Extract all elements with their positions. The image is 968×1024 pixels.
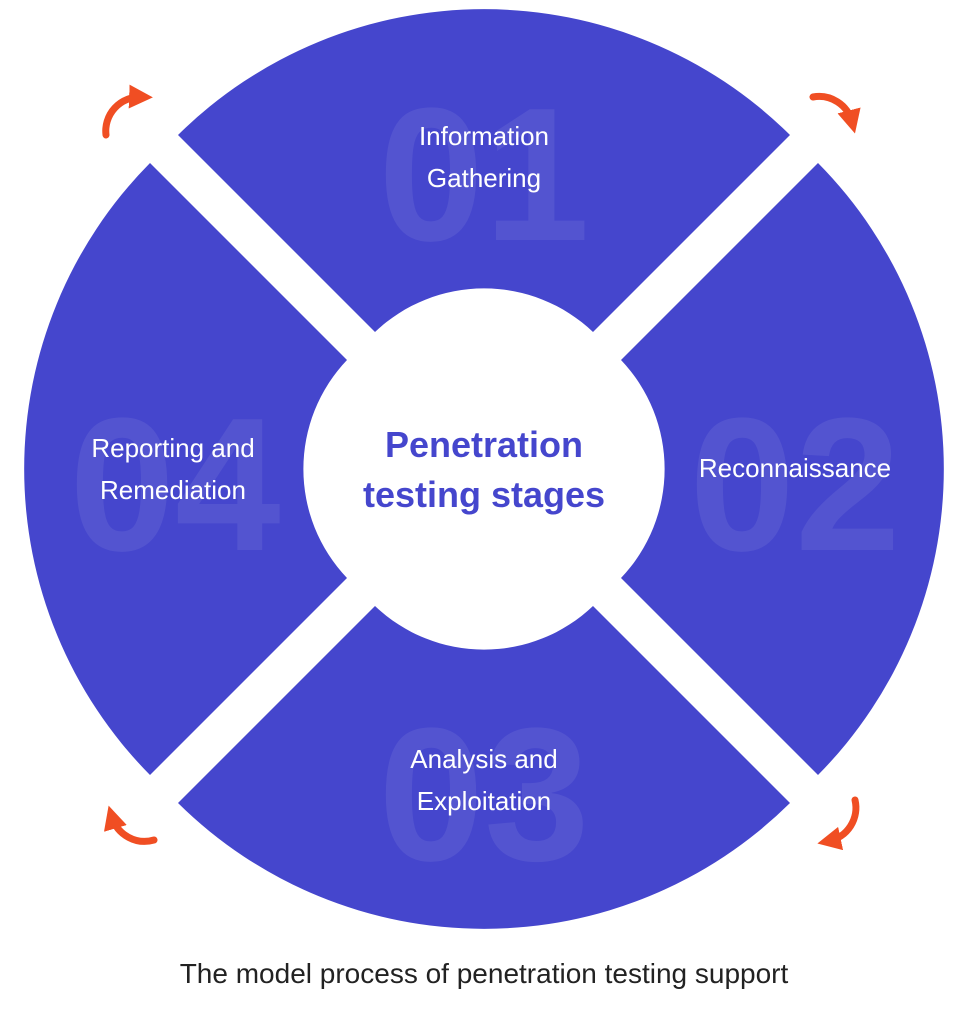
center-title-line2: testing stages	[363, 474, 605, 515]
stage-segment-03	[178, 606, 790, 929]
stage-number-02: 02	[689, 379, 900, 591]
curved-arrow-icon-top-left	[102, 84, 153, 139]
stage-label-01-line2: Gathering	[427, 163, 541, 193]
stage-label-04-line2: Remediation	[100, 475, 246, 505]
stage-label-02-line1: Reconnaissance	[699, 453, 891, 483]
stage-label-01-line1: Information	[419, 121, 549, 151]
stage-number-03: 03	[378, 689, 589, 901]
stage-segment-02	[621, 163, 944, 775]
stage-number-04: 04	[69, 379, 280, 591]
stage-segment-04	[24, 163, 348, 775]
center-title-line1: Penetration	[385, 424, 583, 465]
stage-segment-01	[178, 9, 790, 333]
stage-label-03-line2: Exploitation	[417, 786, 551, 816]
curved-arrow-icon-bottom-right	[817, 796, 860, 851]
diagram-caption: The model process of penetration testing…	[179, 958, 789, 989]
stage-label-03-line1: Analysis and	[410, 744, 557, 774]
stage-number-01: 01	[378, 69, 589, 281]
curved-arrow-icon-bottom-left	[103, 805, 158, 845]
curved-arrow-icon-top-right	[809, 92, 861, 134]
stage-label-04-line1: Reporting and	[91, 433, 254, 463]
